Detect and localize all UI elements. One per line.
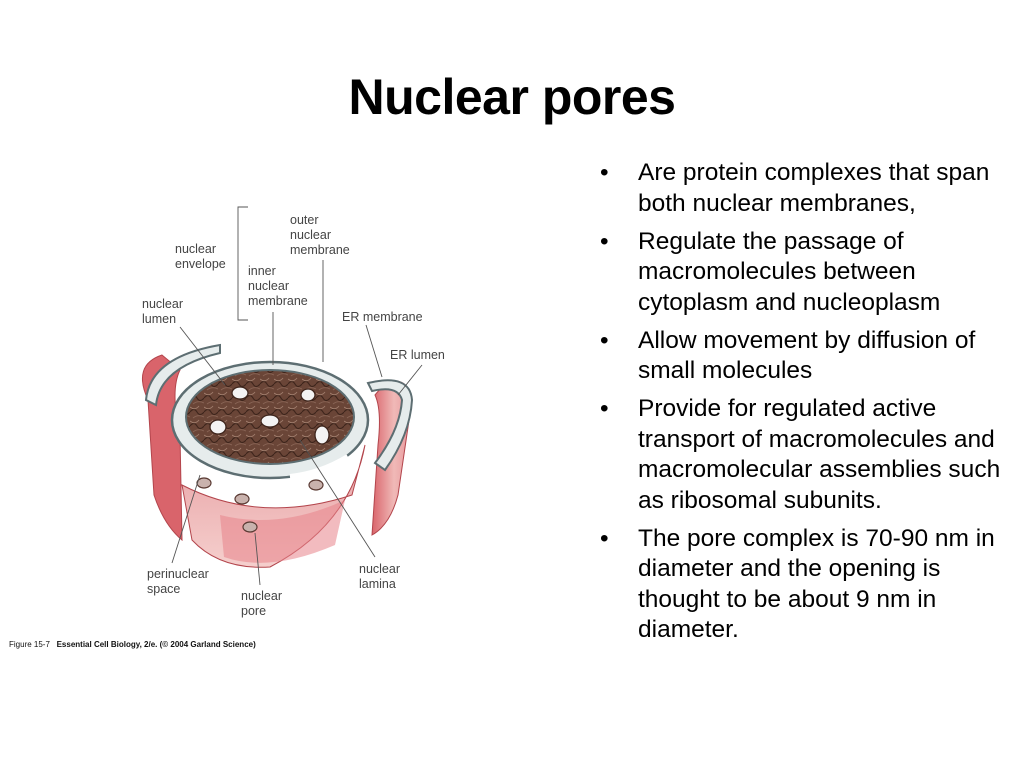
label-nuclear-lumen: nuclear lumen bbox=[142, 297, 186, 326]
pore bbox=[300, 388, 316, 402]
label-outer-membrane: outer nuclear membrane bbox=[290, 213, 350, 257]
bullet-item: • Are protein complexes that span both nu… bbox=[597, 158, 1017, 219]
leader-perinuclear-space bbox=[171, 474, 201, 564]
envelope-bracket bbox=[237, 206, 248, 321]
front-envelope-shade bbox=[220, 500, 345, 563]
bullet-marker: • bbox=[600, 524, 609, 552]
figure-number: Figure 15-7 bbox=[9, 640, 50, 649]
bullet-marker: • bbox=[600, 326, 609, 354]
lumen-rim-right bbox=[366, 379, 414, 472]
bullet-item: • Provide for regulated active transport … bbox=[597, 394, 1017, 516]
bullet-list: • Are protein complexes that span both nu… bbox=[597, 158, 1017, 653]
pore bbox=[234, 493, 250, 505]
leader-nuclear-pore bbox=[254, 532, 261, 586]
label-nuclear-pore: nuclear pore bbox=[241, 589, 285, 618]
pore bbox=[196, 477, 212, 489]
pore bbox=[314, 425, 330, 445]
label-inner-membrane: inner nuclear membrane bbox=[248, 264, 308, 308]
bullet-marker: • bbox=[600, 159, 609, 186]
figure-source: Essential Cell Biology, 2/e. (© 2004 Gar… bbox=[56, 640, 256, 649]
bullet-item: • Regulate the passage of macromolecules … bbox=[597, 227, 1017, 319]
bullet-text: Provide for regulated active transport o… bbox=[638, 395, 1001, 514]
bullet-text: Regulate the passage of macromolecules b… bbox=[638, 227, 941, 316]
leader-nuclear-lamina bbox=[299, 439, 376, 558]
pore bbox=[308, 479, 324, 491]
pore bbox=[209, 419, 227, 435]
pore bbox=[242, 521, 258, 533]
figure-caption: Figure 15-7 Essential Cell Biology, 2/e.… bbox=[9, 640, 256, 649]
bullet-text: Are protein complexes that span both nuc… bbox=[638, 159, 990, 217]
pore bbox=[260, 414, 280, 428]
label-nuclear-envelope: nuclear envelope bbox=[175, 242, 226, 271]
pore bbox=[231, 386, 249, 400]
label-nuclear-lamina: nuclear lamina bbox=[359, 562, 403, 591]
slide-title: Nuclear pores bbox=[348, 68, 676, 125]
bullet-item: • The pore complex is 70-90 nm in diamete… bbox=[597, 524, 1017, 646]
label-er-membrane: ER membrane bbox=[342, 310, 423, 324]
lumen-rim-left bbox=[144, 343, 221, 407]
leader-nuclear-lumen bbox=[179, 326, 226, 386]
bullet-marker: • bbox=[600, 395, 609, 422]
nuclear-pore-diagram: outer nuclear membrane nuclear envelope … bbox=[141, 206, 445, 618]
leader-er-lumen bbox=[397, 364, 423, 396]
bullet-text: The pore complex is 70-90 nm in diameter… bbox=[638, 524, 995, 644]
label-perinuclear-space: perinuclear space bbox=[147, 567, 212, 596]
bullet-text: Allow movement by diffusion of small mol… bbox=[638, 326, 976, 385]
label-er-lumen: ER lumen bbox=[390, 348, 445, 362]
bullet-marker: • bbox=[600, 227, 609, 255]
leader-er-membrane bbox=[365, 324, 383, 378]
bullet-item: • Allow movement by diffusion of small mo… bbox=[597, 326, 1017, 387]
